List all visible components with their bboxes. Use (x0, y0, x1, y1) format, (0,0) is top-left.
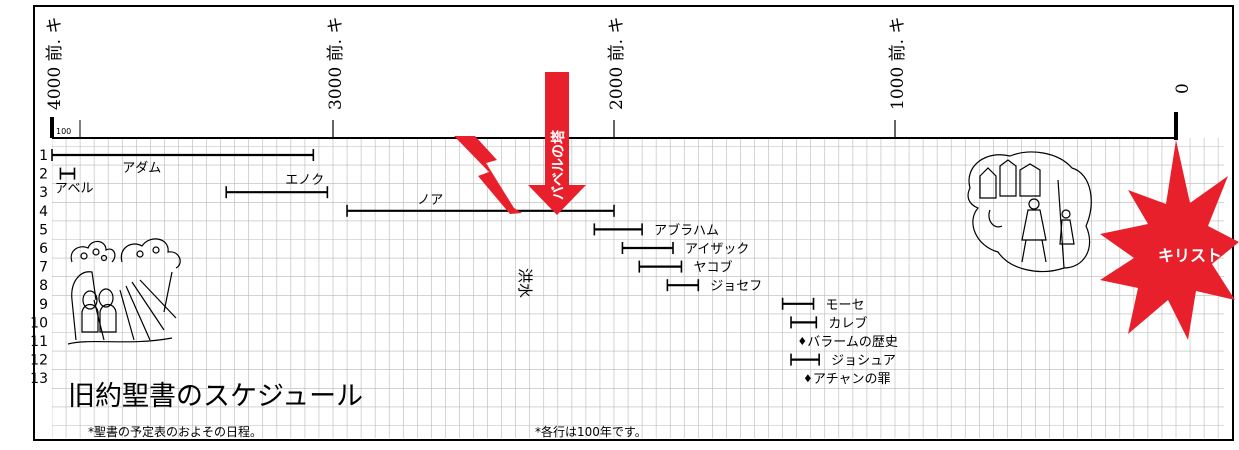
christ-label: キリスト (1158, 246, 1222, 265)
event-point-icon (799, 337, 806, 345)
person-label: ジョセフ (710, 279, 762, 294)
outer-frame (33, 5, 1234, 441)
person-label: ノア (417, 193, 443, 208)
axis-label-1000: 1000 前. キ (888, 17, 908, 110)
person-label: アイザック (685, 242, 749, 257)
person-label: アベル (55, 182, 94, 197)
person-label: ジョシュア (831, 354, 896, 369)
row-number: 2 (39, 167, 48, 183)
row-number: 4 (39, 204, 48, 220)
axis-label-0: 0 (1173, 83, 1193, 94)
row-number: 5 (39, 222, 48, 238)
person-label: アブラハム (654, 222, 719, 238)
lightning-bolt-icon (454, 136, 522, 214)
row-number: 13 (30, 371, 48, 387)
person-label: カレブ (828, 315, 867, 331)
row-number: 11 (30, 334, 48, 350)
row-number: 12 (30, 353, 48, 369)
row-number: 3 (39, 185, 48, 201)
page-title: 旧約聖書のスケジュール (68, 381, 363, 412)
row-number: 8 (39, 278, 48, 294)
axis-label-2000: 2000 前. キ (607, 17, 627, 110)
person-label: エノク (285, 173, 324, 188)
row-number: 7 (39, 260, 48, 276)
row-number: 6 (39, 241, 48, 257)
person-label: モーセ (826, 298, 865, 313)
row-number: 10 (30, 315, 48, 331)
battle-scene-illustration (967, 151, 1092, 273)
person-label: バラームの歴史 (807, 335, 898, 350)
axis-label-3000: 3000 前. キ (326, 17, 346, 110)
scale-marker-label: 100 (56, 127, 71, 136)
christ-starburst-icon (1100, 140, 1239, 340)
garden-of-eden-illustration (67, 238, 181, 345)
flood-label: 洪水 (516, 268, 534, 298)
row-number: 1 (39, 148, 48, 164)
person-label: アチャンの罪 (813, 372, 891, 387)
event-point-icon (804, 374, 811, 383)
person-label: ヤコブ (693, 260, 732, 276)
babel-arrow: バベルの塔 (528, 72, 586, 215)
axis-label-4000: 4000 前. キ (45, 17, 65, 110)
footnote-center: *各行は100年です。 (535, 424, 647, 439)
grid (52, 138, 1224, 438)
babel-label: バベルの塔 (550, 129, 567, 200)
person-label: アダム (122, 161, 161, 176)
row-number: 9 (39, 297, 48, 313)
footnote-left: *聖書の予定表のおよその日程。 (88, 424, 262, 439)
